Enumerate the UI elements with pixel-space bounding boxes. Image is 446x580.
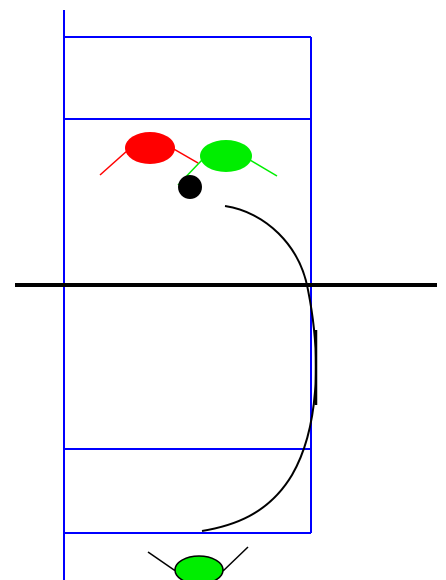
- player-green-bottom-body: [175, 556, 223, 580]
- player-red-body: [125, 132, 175, 164]
- player-green-top-body: [200, 140, 252, 172]
- ball: [178, 175, 202, 199]
